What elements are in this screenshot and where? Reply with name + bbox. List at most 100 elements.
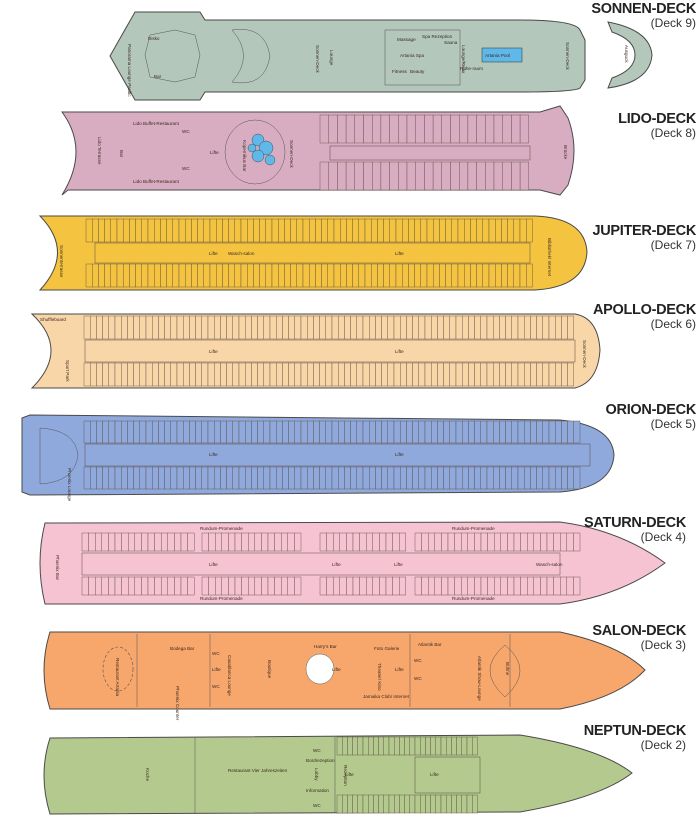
cabin [400,420,407,444]
cabin [482,263,490,288]
cabin [282,315,289,340]
cabin [449,420,457,444]
cabin [377,263,384,288]
cabin [393,315,401,340]
cabin [389,263,397,288]
cabin [147,218,155,243]
cabin [468,466,475,490]
cabin [220,362,227,387]
cabin [474,315,482,340]
room-label: Wasch-salon [228,251,255,256]
cabin [430,736,437,756]
cabin [507,263,515,288]
cabin [392,576,400,596]
cabin [350,315,358,340]
cabin [420,794,426,814]
cabin [274,576,282,596]
cabin [464,218,471,243]
cabin [271,218,279,243]
cabin [480,466,488,490]
cabin [309,218,316,243]
room-label: Lifte [209,349,218,354]
cabin [476,161,486,191]
cabin [459,161,469,191]
cabin [352,263,360,288]
cabin [439,263,446,288]
room-label: Lifte [210,150,219,155]
cabin [166,218,174,243]
cabin [319,315,327,340]
cabin [288,315,296,340]
cabin [147,576,155,596]
cabin [435,794,442,814]
cabin [357,736,364,756]
cabin [184,218,192,243]
cabin [116,263,124,288]
cabin [493,420,500,444]
room-label: Fitness [392,69,408,74]
cabin [221,532,229,552]
deck-salon[interactable]: SALON-DECK (Deck 3) [43,623,687,710]
cabin [257,362,265,387]
cabin [145,466,153,490]
cabin [385,576,393,596]
cabin [459,114,469,144]
cabin [440,736,447,756]
cabin [548,362,556,387]
cabin [499,315,506,340]
cabin [451,263,459,288]
cabin [139,362,147,387]
cabin [98,218,105,243]
cabin [443,315,451,340]
cabin [412,362,420,387]
cabin [338,315,345,340]
cabin [214,532,222,552]
room-label: Bodega Bar [170,646,195,651]
cabin [139,466,147,490]
cabin [462,466,469,490]
deck-number: (Deck 8) [651,126,696,140]
deck-number: (Deck 5) [651,417,696,431]
cabin [387,315,395,340]
cabin [542,362,550,387]
cabin [476,218,484,243]
restaurant-artania-outline [102,646,134,692]
cabin [313,362,320,387]
cabin [102,420,109,444]
cabin [201,576,209,596]
cabin [338,420,345,444]
cabin [567,315,574,340]
cabin [505,466,513,490]
cabin [215,218,223,243]
cabin [228,576,236,596]
cabin [145,362,153,387]
cabin [553,532,561,552]
cabin [344,466,351,490]
cabin [372,532,380,552]
cabin [110,263,118,288]
cabin [406,466,413,490]
cabin [494,532,502,552]
cabin [542,315,550,340]
cabin [414,532,422,552]
cabin [362,466,370,490]
cabin [127,576,135,596]
cabin [394,794,400,814]
room-label: Lifte [395,251,404,256]
cabin [394,736,400,756]
deck-sonnen[interactable]: SONNEN-DECK (Deck 9) [109,1,697,101]
cabin [573,576,581,596]
cabin [114,420,122,444]
cabin [153,263,161,288]
cabin [467,576,475,596]
cabin [259,263,267,288]
cabin [561,466,568,490]
cabin [121,576,129,596]
cabin [208,576,216,596]
deck-neptun[interactable]: NEPTUN-DECK (Deck 2) [43,723,687,815]
cabin [381,315,389,340]
cabin [380,114,390,144]
cabin [187,532,195,552]
cabin [331,420,339,444]
cabin [287,532,295,552]
